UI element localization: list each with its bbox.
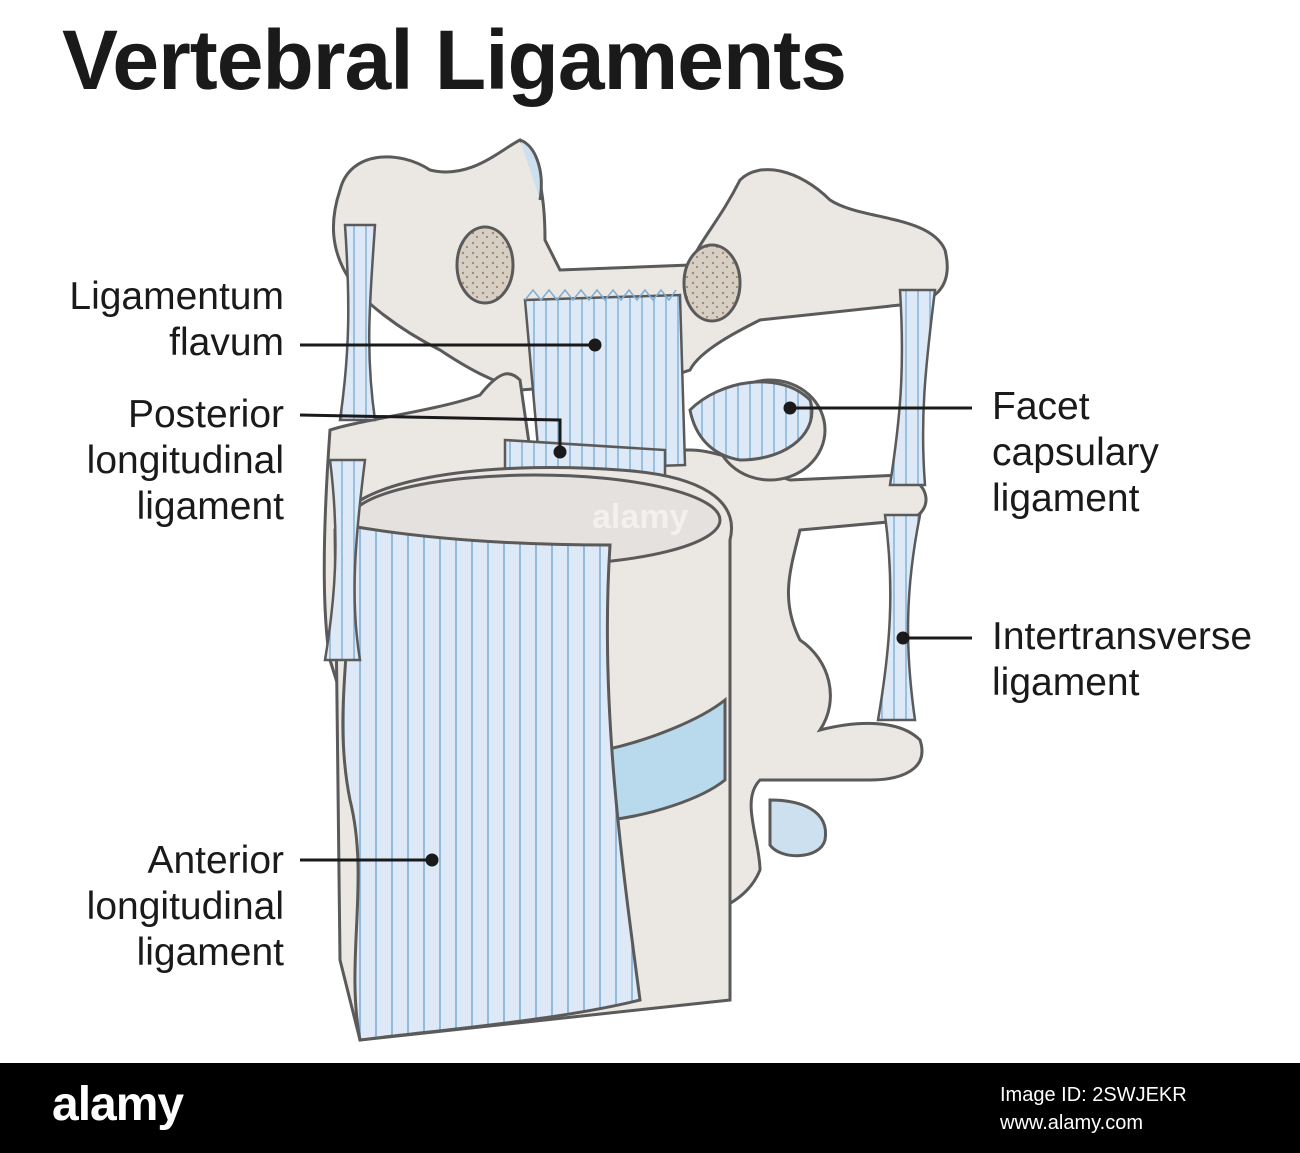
label-line: ligament <box>992 477 1140 520</box>
label-line: ligament <box>136 485 284 528</box>
label-line: longitudinal <box>86 885 284 928</box>
label-line: flavum <box>169 321 284 364</box>
footer-brand-logo[interactable]: alamy <box>52 1078 184 1131</box>
page-title: Vertebral Ligaments <box>62 13 847 107</box>
bone-cross-sections <box>455 225 742 323</box>
label-intertransverse-ligament: Intertransverse ligament <box>992 614 1252 706</box>
process-tip <box>768 798 827 858</box>
label-line: Anterior <box>147 839 284 882</box>
label-line: longitudinal <box>86 439 284 482</box>
intertransverse-ligaments <box>323 223 937 722</box>
label-ligamentum-flavum: Ligamentum flavum <box>69 274 284 366</box>
watermark: alamy <box>592 498 689 536</box>
footer-image-info: Image ID: 2SWJEKR www.alamy.com <box>1000 1081 1187 1137</box>
label-line: Ligamentum <box>69 275 284 318</box>
label-facet-capsulary-ligament: Facet capsulary ligament <box>992 384 1159 522</box>
image-id: Image ID: 2SWJEKR <box>1000 1084 1187 1106</box>
label-line: Posterior <box>127 393 284 436</box>
footer-bar: alamy Image ID: 2SWJEKR www.alamy.com <box>0 1063 1300 1153</box>
site-url[interactable]: www.alamy.com <box>1000 1112 1143 1134</box>
vertebrae-illustration <box>299 138 972 1042</box>
upper-vertebra <box>331 138 949 392</box>
leader-lines <box>299 338 972 867</box>
intervertebral-disc <box>603 696 727 822</box>
label-anterior-longitudinal-ligament: Anterior longitudinal ligament <box>87 838 284 976</box>
label-posterior-longitudinal-ligament: Posterior longitudinal ligament <box>87 392 284 530</box>
anterior-longitudinal-ligament <box>341 523 642 1042</box>
label-line: capsulary <box>992 431 1159 474</box>
facet-joint <box>688 378 827 482</box>
ligamentum-flavum <box>523 288 687 472</box>
label-line: Intertransverse <box>992 615 1253 658</box>
label-line: Facet <box>992 385 1090 428</box>
label-line: ligament <box>136 931 284 974</box>
label-line: ligament <box>992 661 1140 704</box>
